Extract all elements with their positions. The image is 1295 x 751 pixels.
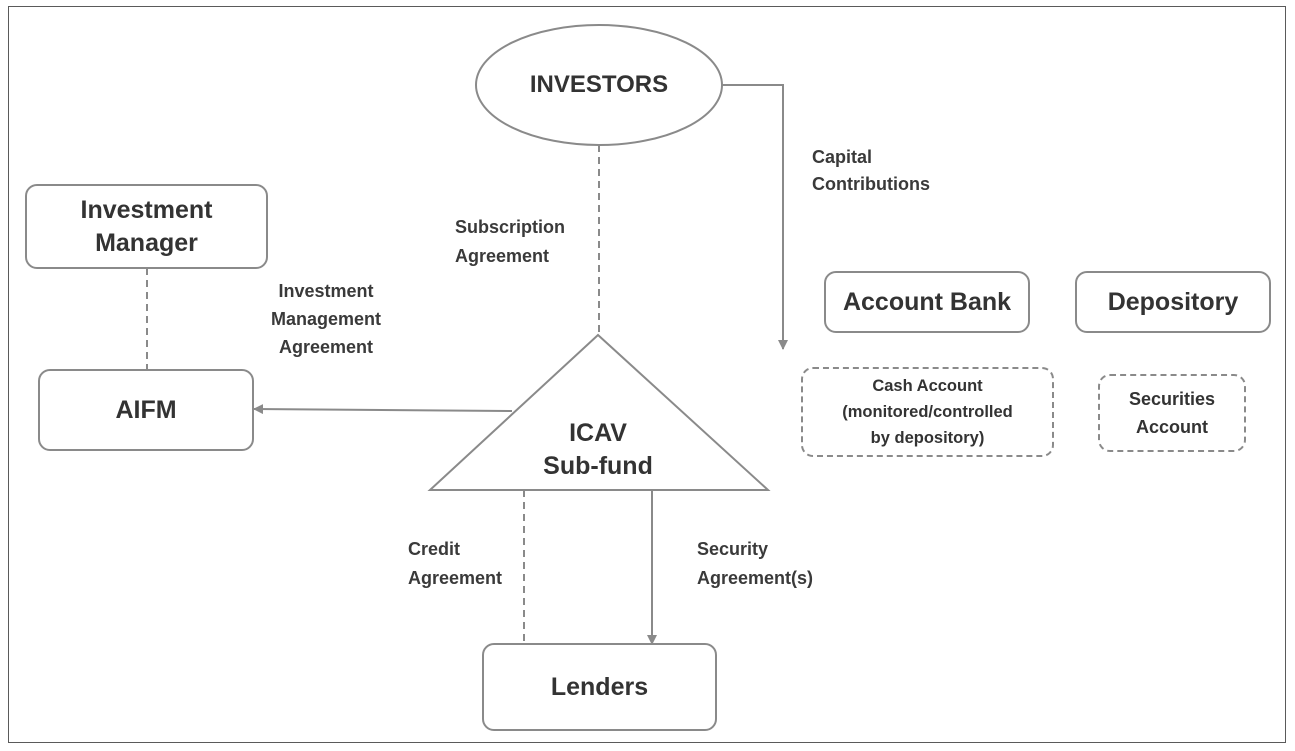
- security-agreements-line-2: Agreement(s): [697, 568, 814, 588]
- capital-contributions-line-1: Capital: [812, 147, 873, 167]
- ima-line-3: Agreement: [279, 337, 374, 357]
- investment-manager-line-2: Manager: [95, 228, 198, 257]
- icav-line-1: ICAV: [569, 419, 627, 447]
- securities-account-node: Securities Account: [1098, 374, 1246, 452]
- capital-contributions-line-2: Contributions: [812, 174, 930, 194]
- ima-line-2: Management: [271, 309, 382, 329]
- icav-node: ICAV Sub-fund: [500, 405, 696, 495]
- investors-node: INVESTORS: [529, 71, 669, 98]
- account-bank-node: Account Bank: [824, 271, 1030, 333]
- aifm-node: AIFM: [38, 369, 254, 451]
- ima-line-1: Investment: [278, 281, 374, 301]
- cash-account-line-1: Cash Account: [872, 377, 983, 395]
- credit-agreement-line-1: Credit: [408, 539, 461, 559]
- cash-account-line-2: (monitored/controlled: [842, 403, 1013, 421]
- investment-manager-node: Investment Manager: [25, 184, 268, 269]
- credit-agreement-line-2: Agreement: [408, 568, 503, 588]
- securities-account-line-2: Account: [1135, 417, 1208, 437]
- subscription-agreement-label: Subscription Agreement: [455, 213, 565, 271]
- investment-manager-line-1: Investment: [80, 195, 213, 224]
- icav-line-2: Sub-fund: [543, 452, 653, 480]
- capital-contributions-arrow: [722, 84, 788, 350]
- subscription-agreement-line-1: Subscription: [455, 217, 566, 237]
- cash-account-line-3: by depository): [870, 429, 985, 447]
- security-agreements-label: Security Agreement(s): [697, 535, 813, 593]
- capital-contributions-label: Capital Contributions: [812, 144, 930, 198]
- securities-account-line-1: Securities: [1128, 389, 1216, 409]
- investment-management-agreement-label: Investment Management Agreement: [271, 277, 381, 361]
- cash-account-node: Cash Account (monitored/controlled by de…: [801, 367, 1054, 457]
- credit-agreement-label: Credit Agreement: [408, 535, 502, 593]
- depository-node: Depository: [1075, 271, 1271, 333]
- icav-triangle: [427, 333, 771, 491]
- icav-aifm-arrow: [253, 404, 513, 415]
- subscription-agreement-line-2: Agreement: [455, 246, 550, 266]
- lenders-node: Lenders: [482, 643, 717, 731]
- security-agreements-line-1: Security: [697, 539, 769, 559]
- diagram-frame: [8, 6, 1286, 743]
